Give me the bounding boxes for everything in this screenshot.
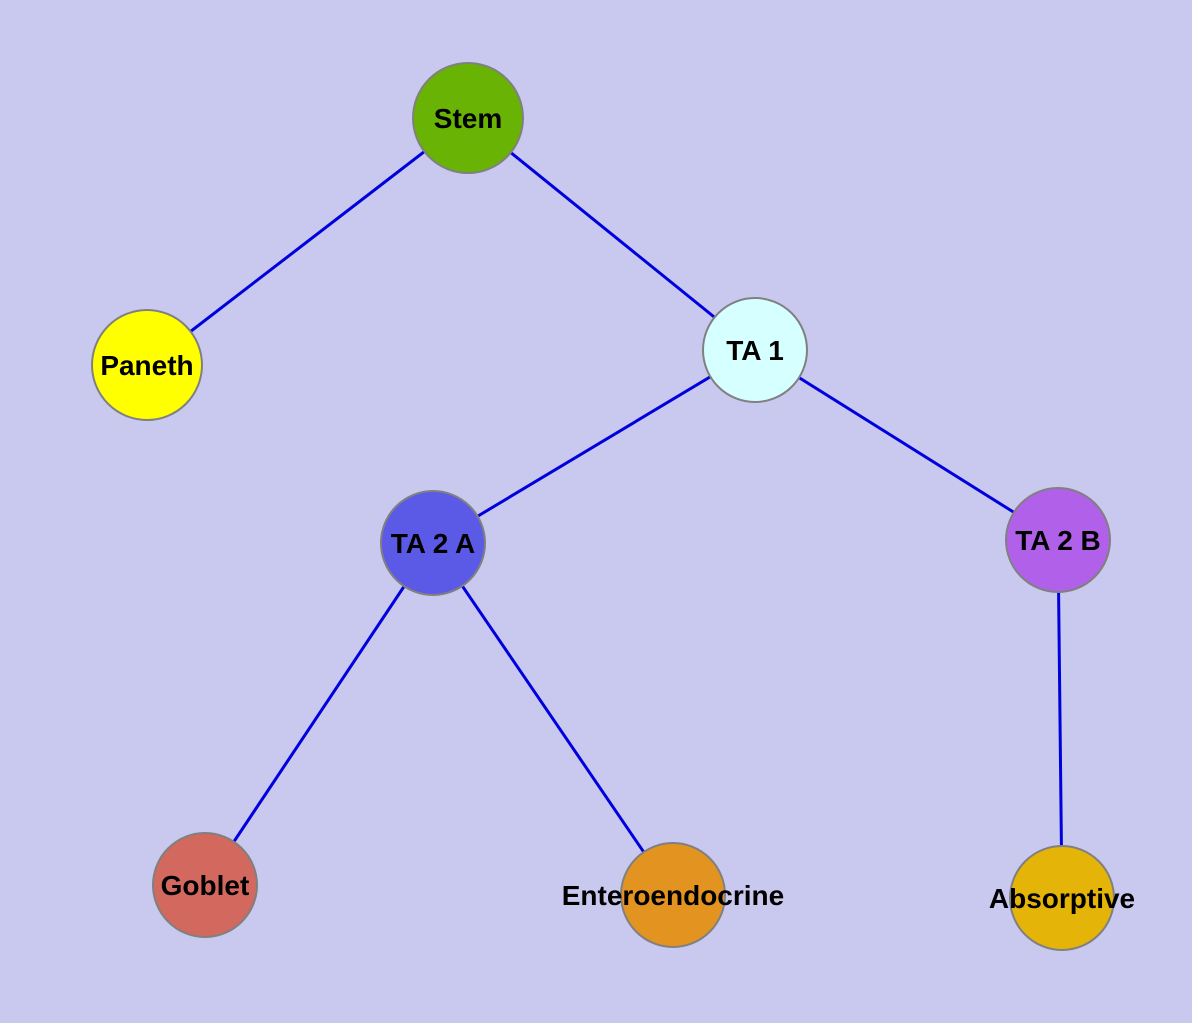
edge-ta-1-ta-2-a <box>432 348 756 545</box>
edge-ta-2-b-absorptive <box>1056 539 1064 899</box>
edge-ta-2-a-goblet <box>203 542 435 886</box>
edge-stem-paneth <box>146 116 469 367</box>
edge-ta-1-ta-2-b <box>754 348 1059 542</box>
node-ta-1[interactable] <box>702 297 808 403</box>
node-stem[interactable] <box>412 62 524 174</box>
node-goblet[interactable] <box>152 832 258 938</box>
node-ta-2-b[interactable] <box>1005 487 1111 593</box>
node-absorptive[interactable] <box>1009 845 1115 951</box>
node-ta-2-a[interactable] <box>380 490 486 596</box>
edge-ta-2-a-enteroendocrine <box>431 542 675 896</box>
node-paneth[interactable] <box>91 309 203 421</box>
node-enteroendocrine[interactable] <box>620 842 726 948</box>
edge-stem-ta-1 <box>467 116 756 352</box>
